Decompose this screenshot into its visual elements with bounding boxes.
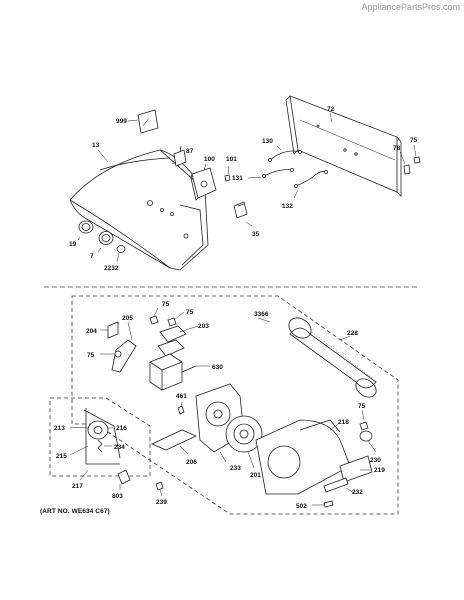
part-239-screw[interactable] xyxy=(155,481,164,497)
label-13: 13 xyxy=(92,142,100,149)
label-216: 216 xyxy=(116,425,127,432)
label-7: 7 xyxy=(90,253,94,260)
part-228-duct[interactable] xyxy=(285,314,380,401)
label-78: 78 xyxy=(393,145,401,152)
label-75-c: 75 xyxy=(186,309,194,316)
assembly-boundary xyxy=(71,295,399,515)
part-101-screw[interactable] xyxy=(224,165,231,182)
part-19-knob[interactable] xyxy=(77,220,94,241)
part-216-idler-arm[interactable] xyxy=(83,409,121,459)
part-35-switch[interactable] xyxy=(233,201,253,227)
label-999: 999 xyxy=(116,118,127,125)
label-132: 132 xyxy=(282,203,293,210)
label-131: 131 xyxy=(232,175,243,182)
label-72: 72 xyxy=(327,106,335,113)
label-239: 239 xyxy=(156,499,167,506)
part-204-clamp[interactable] xyxy=(100,321,119,339)
part-87-switch[interactable] xyxy=(171,145,187,167)
part-75-screw-c[interactable] xyxy=(167,311,185,327)
part-803-clip[interactable] xyxy=(117,469,131,490)
label-230: 230 xyxy=(370,457,381,464)
part-219-bracket[interactable] xyxy=(339,455,373,483)
part-234-spring[interactable] xyxy=(97,439,112,453)
label-100: 100 xyxy=(204,156,215,163)
part-75-screw-d[interactable] xyxy=(100,350,122,358)
watermark: AppliancePartsPros.com xyxy=(361,2,460,12)
part-13-control-console[interactable] xyxy=(69,149,209,271)
label-75-e: 75 xyxy=(358,403,366,410)
label-75-b: 75 xyxy=(162,301,170,308)
part-201-blower-wheel[interactable] xyxy=(225,415,263,469)
label-215: 215 xyxy=(56,453,67,460)
part-75-screw-e[interactable] xyxy=(359,409,369,431)
label-205: 205 xyxy=(122,315,133,322)
part-132-wire-harness[interactable] xyxy=(293,170,328,199)
part-7-knob[interactable] xyxy=(97,231,114,253)
part-217-drive-belt[interactable] xyxy=(79,408,120,481)
part-502-screw[interactable] xyxy=(312,500,334,508)
label-232: 232 xyxy=(352,489,363,496)
label-203: 203 xyxy=(198,323,209,330)
label-204: 204 xyxy=(86,328,97,335)
label-630: 630 xyxy=(212,364,223,371)
part-232-gasket[interactable] xyxy=(323,477,357,495)
part-218-blower-cover[interactable] xyxy=(255,419,351,495)
part-131-wire-harness[interactable] xyxy=(247,168,294,179)
label-218: 218 xyxy=(338,419,349,426)
label-87: 87 xyxy=(186,148,194,155)
part-206-bracket[interactable] xyxy=(151,429,197,455)
label-502: 502 xyxy=(296,503,307,510)
label-213: 213 xyxy=(54,425,65,432)
part-203-bracket[interactable] xyxy=(157,325,199,357)
part-205-bracket[interactable] xyxy=(111,321,137,373)
label-803: 803 xyxy=(112,493,123,500)
label-201: 201 xyxy=(250,472,261,479)
part-999-tag[interactable] xyxy=(127,109,159,134)
part-100-timer[interactable] xyxy=(190,163,217,201)
part-78-clip[interactable] xyxy=(399,151,411,175)
label-228: 228 xyxy=(347,330,358,337)
label-206: 206 xyxy=(186,459,197,466)
art-number: (ART NO. WE634 C67) xyxy=(40,508,110,515)
label-234: 234 xyxy=(114,444,125,451)
label-101: 101 xyxy=(226,156,237,163)
part-213-idler-pulley[interactable] xyxy=(69,420,109,440)
part-630-motor[interactable] xyxy=(149,353,210,391)
label-19: 19 xyxy=(69,241,77,248)
label-233: 233 xyxy=(230,465,241,472)
part-461-screw[interactable] xyxy=(177,401,185,415)
label-35: 35 xyxy=(252,231,260,238)
idler-boundary xyxy=(49,397,151,477)
label-461: 461 xyxy=(176,393,187,400)
part-75-screw-top[interactable] xyxy=(413,144,421,164)
part-2232-button[interactable] xyxy=(116,245,126,263)
label-75-d: 75 xyxy=(87,352,95,359)
label-219: 219 xyxy=(374,467,385,474)
label-2232: 2232 xyxy=(104,265,119,272)
part-75-screw-b[interactable] xyxy=(149,307,159,325)
label-130: 130 xyxy=(262,138,273,145)
label-3366: 3366 xyxy=(254,311,269,318)
part-130-wire-harness[interactable] xyxy=(268,145,302,162)
part-230-thermostat[interactable] xyxy=(359,430,377,453)
label-217: 217 xyxy=(72,483,83,490)
label-75-top: 75 xyxy=(410,137,418,144)
part-72-backsplash-panel[interactable] xyxy=(285,95,402,197)
